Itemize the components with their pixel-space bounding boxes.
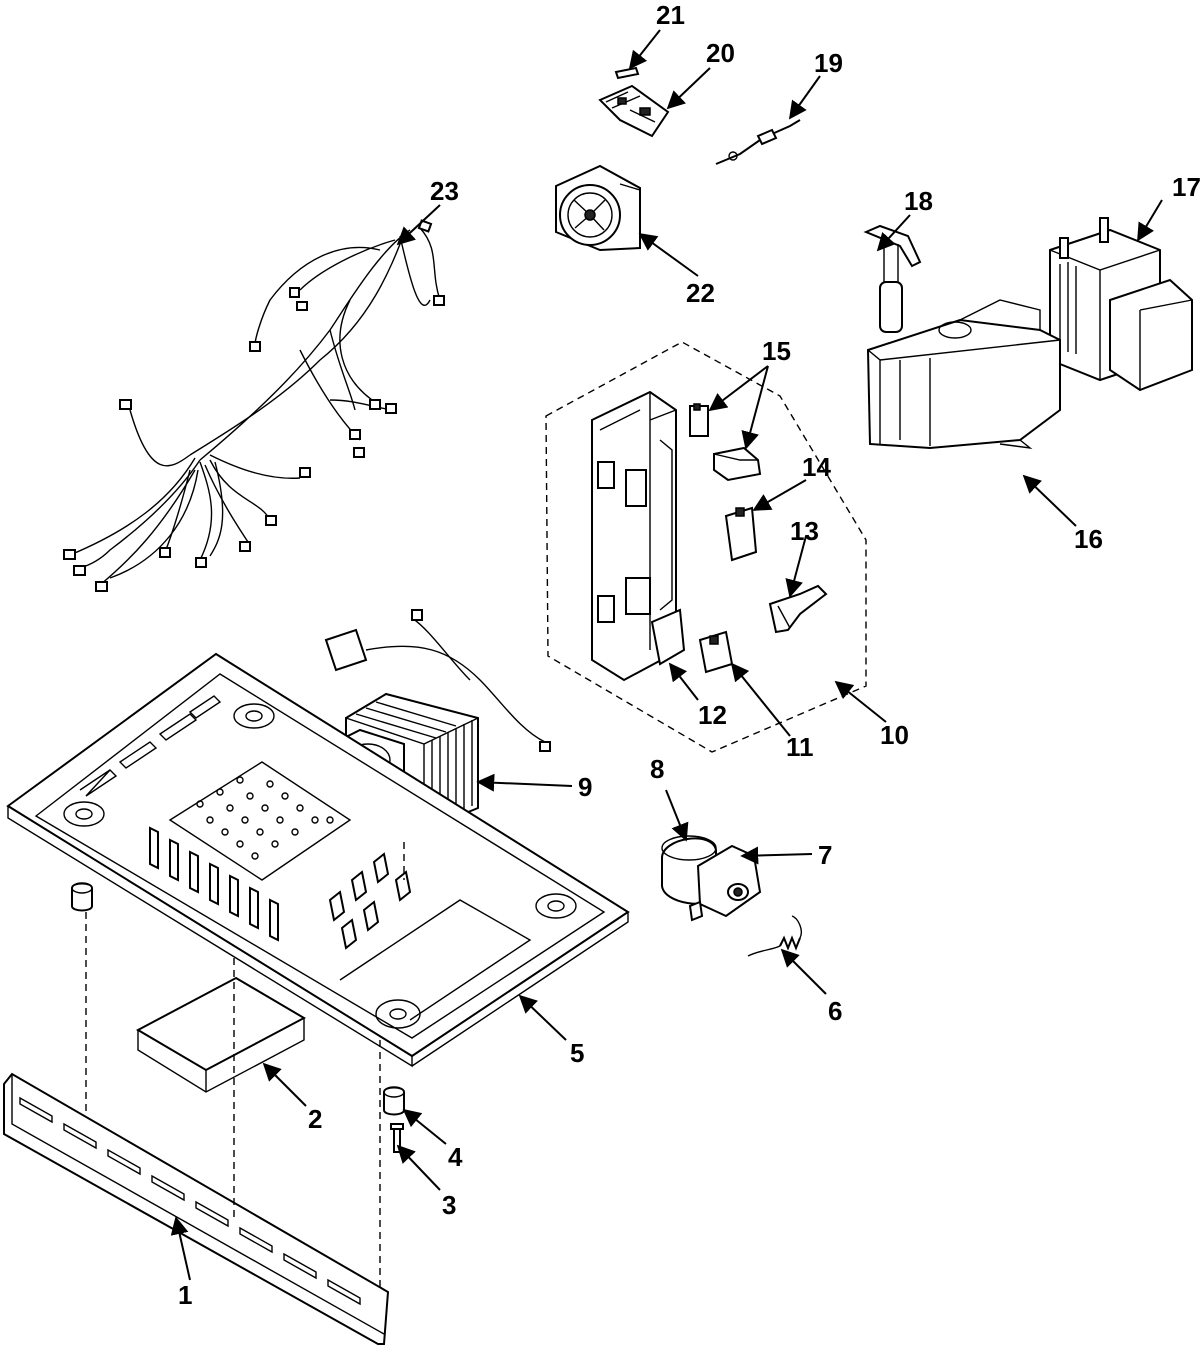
part-4-rubber-foot xyxy=(383,1086,405,1116)
part-19-thermal-fuse xyxy=(715,119,801,165)
label-part-21: 21 xyxy=(656,0,685,30)
part-23-wire-harness xyxy=(63,219,445,592)
label-part-22: 22 xyxy=(686,278,715,308)
part-4-rubber-foot-left xyxy=(71,882,93,912)
label-part-4: 4 xyxy=(448,1142,463,1172)
label-part-3: 3 xyxy=(442,1190,456,1220)
label-part-18: 18 xyxy=(904,186,933,216)
part-3-screw xyxy=(390,1123,404,1153)
perforation-grid xyxy=(196,776,334,860)
label-part-16: 16 xyxy=(1074,524,1103,554)
part-14-micro-switch xyxy=(724,506,758,562)
vent-slots xyxy=(149,826,412,950)
part-1-front-grille xyxy=(3,1072,390,1345)
label-part-14: 14 xyxy=(802,452,831,482)
label-part-1: 1 xyxy=(178,1280,192,1310)
part-11-monitor-switch xyxy=(698,630,734,674)
part-17-high-voltage-transformer xyxy=(1049,217,1193,392)
label-part-8: 8 xyxy=(650,754,664,784)
latch-board xyxy=(591,390,686,682)
part-15-micro-switch xyxy=(689,403,762,482)
part-5-base-plate xyxy=(6,652,630,1068)
part-21-tab xyxy=(614,66,640,80)
label-part-9: 9 xyxy=(578,772,592,802)
label-part-13: 13 xyxy=(790,516,819,546)
label-part-15: 15 xyxy=(762,336,791,366)
label-part-10: 10 xyxy=(880,720,909,750)
leader-lines xyxy=(170,29,1163,1281)
part-16-air-duct xyxy=(866,299,1061,450)
part-22-fan-motor xyxy=(555,164,641,252)
label-part-20: 20 xyxy=(706,38,735,68)
part-18-high-voltage-diode xyxy=(863,224,922,333)
label-part-23: 23 xyxy=(430,176,459,206)
grille-slots xyxy=(19,1096,361,1306)
label-part-19: 19 xyxy=(814,48,843,78)
label-part-6: 6 xyxy=(828,996,842,1026)
part-number-labels: 21 20 19 23 17 18 22 15 14 13 16 12 11 1… xyxy=(178,0,1200,1310)
part-13-latch-lever xyxy=(768,584,828,634)
label-part-5: 5 xyxy=(570,1038,584,1068)
label-part-7: 7 xyxy=(818,840,832,870)
part-6-spring xyxy=(747,915,802,957)
label-part-11: 11 xyxy=(786,732,814,762)
label-part-2: 2 xyxy=(308,1104,322,1134)
label-part-17: 17 xyxy=(1172,172,1200,202)
part-2-drip-tray xyxy=(135,976,307,1093)
alignment-lines xyxy=(85,842,405,1290)
part-10-latch-assembly xyxy=(545,341,867,753)
part-20-control-board xyxy=(598,84,670,138)
label-part-12: 12 xyxy=(698,700,727,730)
